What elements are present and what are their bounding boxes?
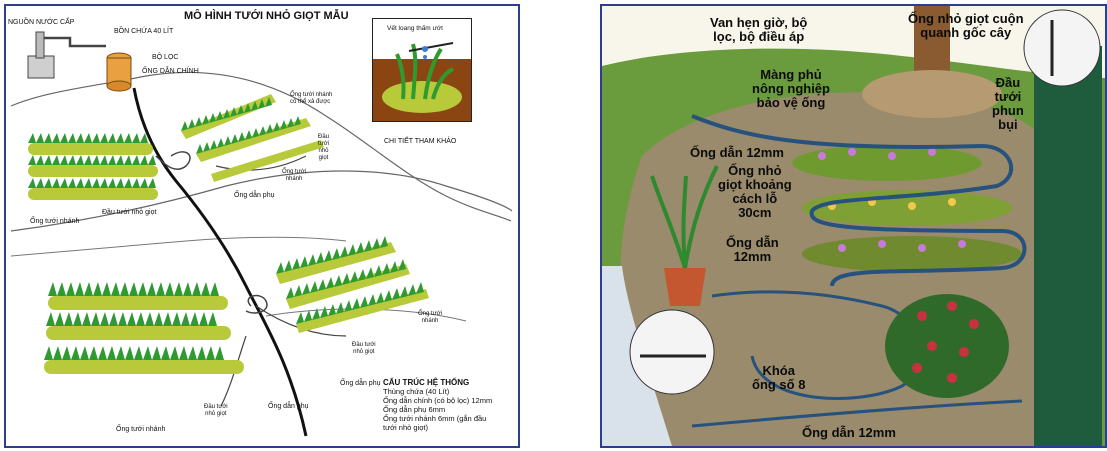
- pipe12-top-label: Ống dẫn 12mm: [690, 145, 784, 160]
- coil-line-2: quanh gốc cây: [920, 25, 1012, 40]
- dripper-bottom-label: Đầu tưới nhỏ giọt: [204, 404, 228, 418]
- spray-line-2: tưới: [994, 89, 1022, 104]
- left-title: MÔ HÌNH TƯỚI NHỎ GIỌT MẪU: [184, 10, 349, 22]
- spray-line-1: Đầu: [995, 75, 1021, 90]
- dripper-top-line-3: nhỏ: [318, 148, 329, 154]
- right-diagram-illustration: [602, 6, 1105, 446]
- branch-drain-label: Ống tưới nhánh có thể xả được: [290, 92, 332, 106]
- sub-pipe-bottom-label: Ống dẫn phụ: [268, 403, 309, 410]
- structure-line-3: Ống dẫn phụ 6mm: [383, 405, 446, 414]
- dripper-bottom-line-2: nhỏ giọt: [205, 411, 227, 417]
- plant-rows-lower-left: [44, 282, 244, 374]
- structure-line-2: Ống dẫn chính (có bộ lọc) 12mm: [383, 396, 493, 405]
- structure-line-1: Thùng chứa (40 Lít): [383, 387, 450, 396]
- detail-inset: Vết loang thấm ướt: [372, 18, 472, 122]
- structure-line-5: tưới nhỏ giọt): [383, 423, 428, 432]
- drip-line-4: 30cm: [738, 205, 772, 220]
- drip-line-1: Ống nhỏ: [728, 163, 782, 178]
- branch-drain-line-1: Ống tưới nhánh: [290, 92, 333, 98]
- dripper-top-line-1: Đầu: [318, 134, 330, 140]
- left-diagram-panel: MÔ HÌNH TƯỚI NHỎ GIỌT MẪU NGUỒN NƯỚC CẤP…: [4, 4, 520, 448]
- mulch-line-2: nông nghiệp: [752, 81, 830, 96]
- pipe12-mid-label: Ống dẫn 12mm: [726, 236, 779, 264]
- plant-rows-left-upper: [28, 133, 158, 200]
- mulch-line-1: Màng phủ: [760, 67, 822, 82]
- timer-line-2: lọc, bộ điều áp: [713, 29, 805, 44]
- tank-label: BỒN CHỨA 40 LÍT: [114, 28, 174, 35]
- lock-label: Khóa ống số 8: [752, 364, 805, 392]
- right-diagram-panel: Van hẹn giờ, bộ lọc, bộ điều áp Ống nhỏ …: [600, 4, 1107, 448]
- dripper-right-label: Đầu tưới nhỏ giọt: [352, 342, 376, 356]
- coil-label: Ống nhỏ giọt cuộn quanh gốc cây: [908, 12, 1024, 40]
- lock-line-1: Khóa: [762, 363, 795, 378]
- dripper-left-label: Đầu tưới nhỏ giọt: [102, 209, 157, 216]
- dripper-top-label: Đầu tưới nhỏ giọt: [318, 134, 329, 162]
- sub-pipe-right-label: Ống dẫn phụ: [340, 380, 381, 387]
- drip-line-2: giọt khoảng: [718, 177, 792, 192]
- main-pipe-label: ỐNG DẪN CHÍNH: [142, 68, 199, 75]
- structure-heading: CẤU TRÚC HỆ THỐNG: [383, 378, 470, 387]
- branch-mid-line-1: Ống tưới: [282, 169, 306, 175]
- coil-line-1: Ống nhỏ giọt cuộn: [908, 11, 1024, 26]
- spray-line-3: phun: [992, 103, 1024, 118]
- branch-right-label: Ống tưới nhánh: [418, 311, 442, 325]
- left-diagram-illustration: [10, 31, 513, 437]
- dripper-top-line-4: giọt: [318, 155, 329, 161]
- dripper-right-line-1: Đầu tưới: [352, 342, 376, 348]
- detail-ref-label: CHI TIẾT THAM KHẢO: [384, 138, 457, 145]
- branch-bottom-label: Ống tưới nhánh: [116, 426, 166, 433]
- detail-inset-illustration: [373, 42, 471, 121]
- timer-label: Van hẹn giờ, bộ lọc, bộ điều áp: [710, 16, 807, 44]
- pipe12-mid-line-1: Ống dẫn: [726, 235, 779, 250]
- branch-drain-line-2: có thể xả được: [290, 99, 331, 105]
- branch-right-line-1: Ống tưới: [418, 311, 442, 317]
- structure-line-4: Ống tưới nhánh 6mm (gắn đầu: [383, 414, 487, 423]
- timer-line-1: Van hẹn giờ, bộ: [710, 15, 808, 30]
- lock-line-2: ống số 8: [752, 377, 806, 392]
- branch-mid-line-2: nhánh: [285, 176, 303, 182]
- spray-line-4: bụi: [998, 117, 1018, 132]
- dripper-bottom-line-1: Đầu tưới: [204, 404, 228, 410]
- drip-line-3: cách lỗ: [732, 191, 778, 206]
- mulch-line-3: bảo vệ ống: [756, 95, 826, 110]
- plant-rows-lower-right: [276, 236, 429, 333]
- water-source-label: NGUỒN NƯỚC CẤP: [8, 19, 75, 26]
- dripper-right-line-2: nhỏ giọt: [353, 349, 375, 355]
- branch-mid-label: Ống tưới nhánh: [282, 169, 306, 183]
- sub-pipe-top-label: Ống dẫn phụ: [234, 192, 275, 199]
- pipe12-mid-line-2: 12mm: [733, 249, 772, 264]
- drip-line-label: Ống nhỏ giọt khoảng cách lỗ 30cm: [718, 164, 792, 220]
- branch-left-label: Ống tưới nhánh: [30, 218, 80, 225]
- structure-box: CẤU TRÚC HỆ THỐNG Thùng chứa (40 Lít) Ốn…: [383, 378, 492, 432]
- pipe12-bottom-label: Ống dẫn 12mm: [802, 425, 896, 440]
- plant-rows-upper-hill: [181, 94, 324, 182]
- dripper-top-line-2: tưới: [318, 141, 329, 147]
- branch-right-line-2: nhánh: [421, 318, 439, 324]
- detail-inset-caption: Vết loang thấm ướt: [387, 25, 443, 32]
- filter-label: BỘ LỌC: [152, 54, 179, 61]
- mulch-label: Màng phủ nông nghiệp bảo vệ ống: [752, 68, 830, 110]
- spray-label: Đầu tưới phun bụi: [992, 76, 1024, 132]
